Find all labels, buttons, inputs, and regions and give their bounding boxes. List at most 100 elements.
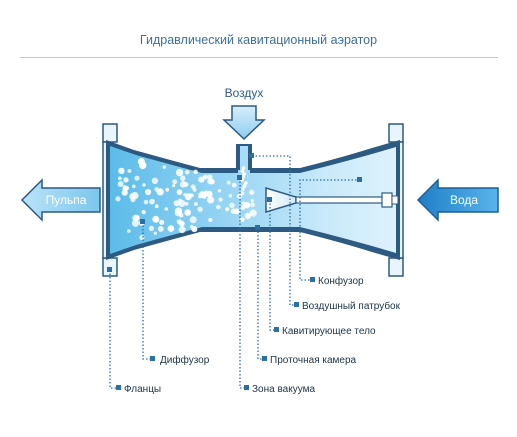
air-bubble <box>117 181 124 187</box>
air-bubble <box>115 196 121 202</box>
air-bubble <box>142 183 146 187</box>
water-label: Вода <box>450 193 478 207</box>
air-bubble <box>244 212 251 220</box>
air-bubble <box>184 209 191 216</box>
air-bubble <box>241 175 245 179</box>
pulp-label: Пульпа <box>46 193 87 207</box>
air-bubble <box>172 184 176 188</box>
air-bubble <box>143 199 149 205</box>
air-bubble <box>241 166 246 170</box>
air-bubble <box>249 189 255 195</box>
air-bubble <box>173 200 180 207</box>
air-bubble <box>194 202 198 206</box>
air-bubble <box>197 206 203 212</box>
air-bubble <box>159 219 165 225</box>
air-bubble <box>179 181 187 188</box>
label-konfuzor: Конфузор <box>318 275 364 287</box>
air-bubble <box>240 169 245 173</box>
air-bubble <box>243 201 251 209</box>
label-flow-chamber: Проточная камера <box>270 355 357 366</box>
air-bubble <box>127 169 132 173</box>
air-label: Воздух <box>225 86 264 100</box>
air-bubble <box>190 184 196 190</box>
air-bubble <box>157 226 164 232</box>
air-bubble <box>241 187 245 191</box>
air-bubble <box>127 229 131 233</box>
air-bubble <box>228 194 233 198</box>
air-bubble <box>162 165 166 169</box>
air-bubble <box>149 198 155 205</box>
air-bubble <box>218 197 223 202</box>
air-inlet-arrow: Воздух <box>222 86 266 141</box>
air-bubbles <box>115 158 257 241</box>
air-bubble <box>198 176 205 183</box>
air-bubble <box>129 193 136 200</box>
air-bubble <box>133 214 140 221</box>
air-bubble <box>141 210 146 215</box>
air-bubble <box>118 176 122 181</box>
air-bubble <box>217 189 222 193</box>
air-bubble <box>184 193 192 201</box>
air-bubble <box>242 184 247 188</box>
air-bubble <box>201 193 207 199</box>
leader-anchors <box>107 153 362 390</box>
air-bubble <box>134 175 140 181</box>
air-bubble <box>189 216 197 224</box>
air-bubble <box>131 219 140 227</box>
air-bubble <box>178 226 186 234</box>
label-cavitating-body: Кавитирующее тело <box>282 326 376 337</box>
air-bubble <box>175 168 184 177</box>
air-bubble <box>151 177 159 184</box>
air-bubble <box>198 194 202 199</box>
water-inlet-arrow: Вода <box>416 178 499 222</box>
air-bubble <box>167 225 175 232</box>
leader-flow-chamber <box>257 228 264 360</box>
air-bubble <box>190 224 194 229</box>
page-title: Гидравлический кавитационный аэратор <box>139 33 378 47</box>
title-divider <box>20 57 498 58</box>
air-bubble <box>207 178 214 185</box>
air-bubble <box>233 208 240 215</box>
leader-konfuzor <box>299 179 360 281</box>
label-flanges: Фланцы <box>124 384 161 395</box>
air-bubble <box>231 182 237 188</box>
air-bubble <box>172 179 178 185</box>
air-bubble <box>216 204 221 210</box>
air-bubble <box>154 204 159 209</box>
leader-air-pipe <box>252 155 296 306</box>
air-bubble <box>122 185 128 191</box>
air-bubble <box>240 205 246 211</box>
air-bubble <box>139 234 145 241</box>
air-bubble <box>178 199 186 207</box>
air-bubble <box>123 177 129 183</box>
air-bubble <box>178 220 184 226</box>
air-bubble <box>226 180 231 185</box>
air-bubble <box>242 172 246 176</box>
air-bubble <box>239 217 245 223</box>
air-pipe <box>236 144 252 172</box>
air-bubble <box>240 191 245 196</box>
air-bubble <box>193 169 198 175</box>
cavitating-body <box>265 186 399 214</box>
pulp-outlet-arrow: Пульпа <box>20 178 101 222</box>
air-bubble <box>184 201 189 206</box>
label-vacuum-zone: Зона вакуума <box>252 384 315 395</box>
air-bubble <box>152 215 160 223</box>
air-bubble <box>132 184 136 189</box>
air-bubble <box>165 187 169 192</box>
label-diffuser: Диффузор <box>160 354 210 366</box>
air-bubble <box>156 188 164 196</box>
air-bubble <box>208 217 213 223</box>
air-bubble <box>153 231 157 235</box>
air-bubble <box>137 158 145 165</box>
leader-flanges <box>109 270 118 389</box>
air-bubble <box>164 207 169 211</box>
air-bubble <box>176 189 183 195</box>
air-bubble <box>180 175 186 181</box>
air-bubble <box>250 198 254 203</box>
air-bubble <box>250 202 255 208</box>
air-bubble <box>145 188 152 196</box>
air-bubble <box>244 181 248 185</box>
air-bubble <box>225 207 230 212</box>
